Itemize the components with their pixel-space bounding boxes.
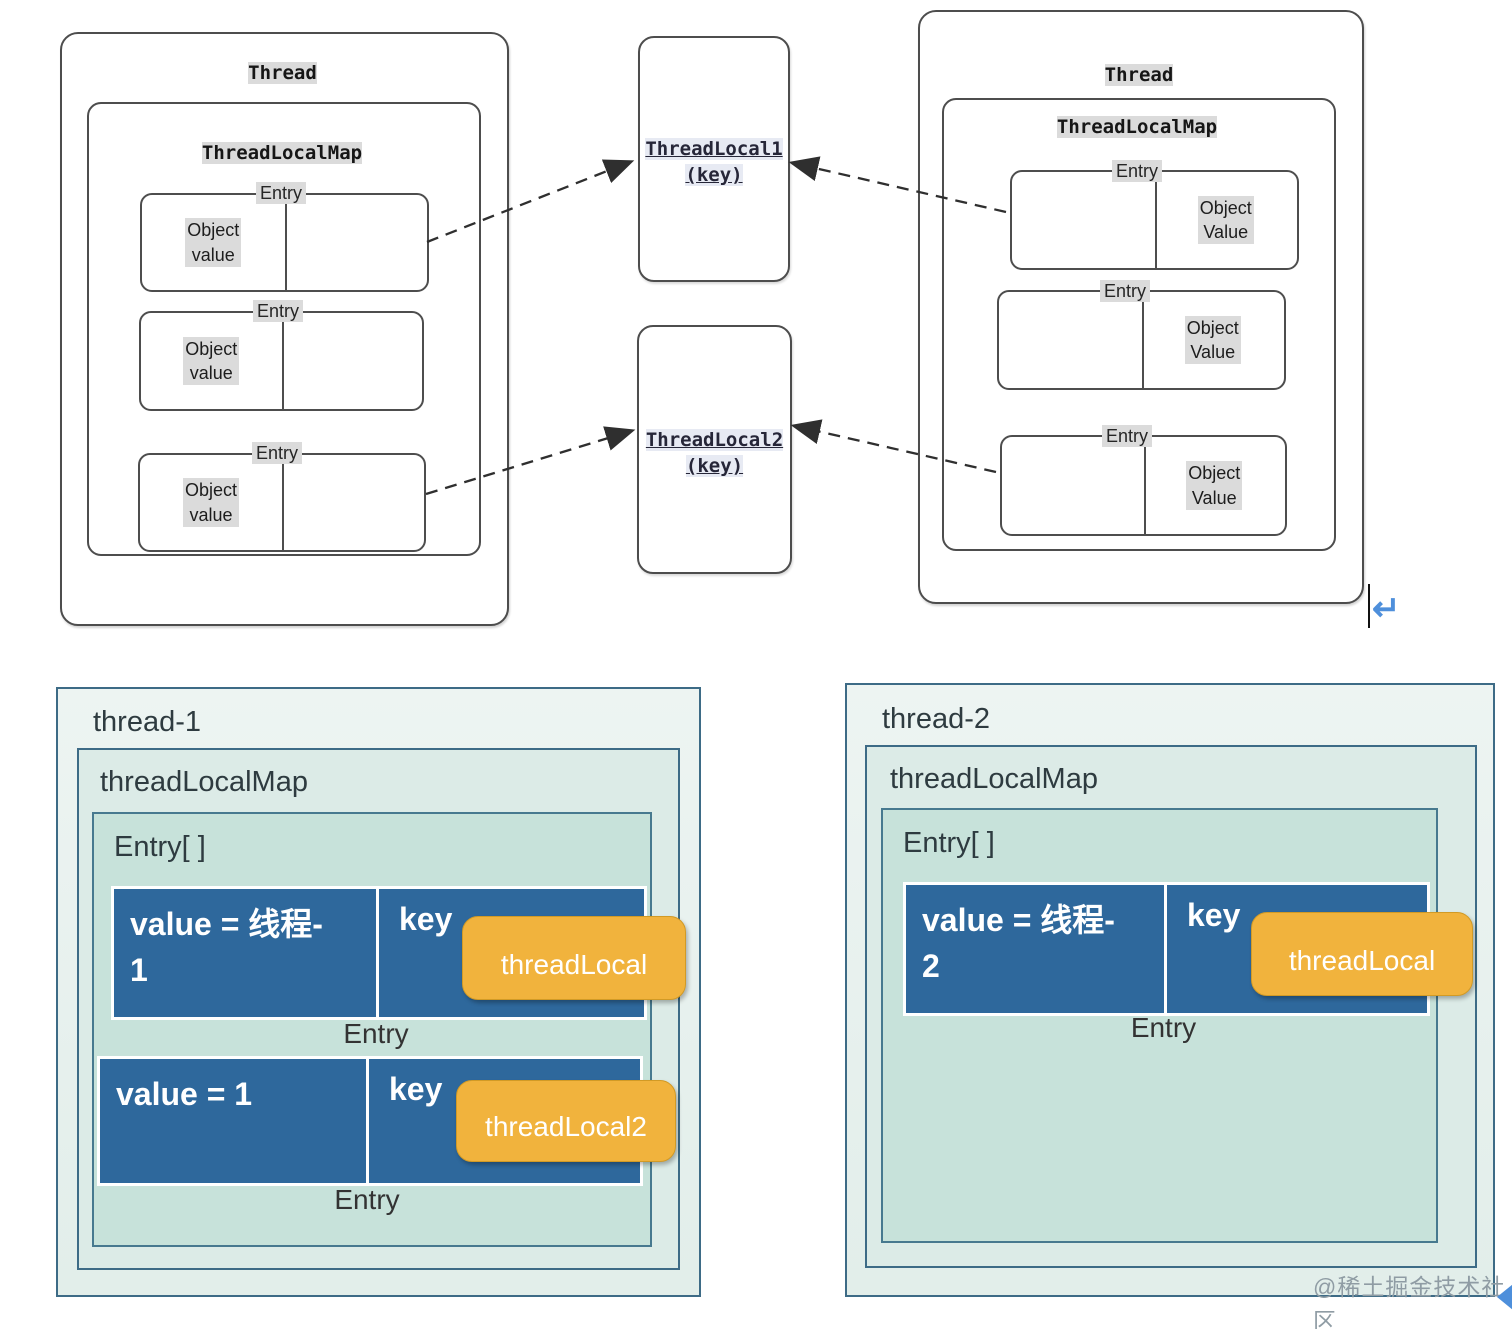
thread-label: Thread: [248, 62, 317, 84]
threadlocal2-key-box: ThreadLocal2 (key): [637, 325, 792, 574]
thread-box-left-title: Thread: [60, 62, 505, 84]
entry-divider: [281, 313, 284, 409]
text-cursor: [1368, 584, 1370, 628]
entry-divider: [1141, 292, 1144, 388]
threadlocalmap-label: ThreadLocalMap: [201, 142, 363, 164]
entry-caption: Entry: [334, 1184, 400, 1215]
thread-box-right-title: Thread: [918, 64, 1360, 86]
thread2-title: thread-2: [882, 703, 991, 735]
threadlocal2-badge: threadLocal2: [456, 1080, 676, 1162]
entry-divider: [284, 195, 287, 290]
return-mark-icon: ↵: [1372, 590, 1401, 628]
threadlocalmap-label: ThreadLocalMap: [1056, 116, 1218, 138]
entry-value-cell: value = 线程-1: [130, 906, 323, 989]
entry-key-cell: key: [366, 1059, 640, 1183]
entry-caption: Entry: [1130, 1012, 1197, 1043]
entry-label: Entry: [1112, 160, 1163, 182]
entry-caption: Entry: [343, 1018, 409, 1049]
threadlocal1-key-box: ThreadLocal1 (key): [638, 36, 790, 282]
entry-divider: [1143, 437, 1146, 534]
threadlocalmap-right-title: ThreadLocalMap: [942, 116, 1332, 138]
watermark: @稀土掘金技术社区: [1313, 1274, 1506, 1329]
entry-label: Entry: [252, 442, 303, 464]
entry-label: Entry: [253, 300, 304, 322]
thread-label: Thread: [1104, 64, 1174, 86]
threadlocal2-label: ThreadLocal2 (key): [645, 429, 784, 477]
thread2-entry-array-box: [881, 808, 1438, 1243]
entry-value-cell: value = 1: [116, 1076, 253, 1112]
entry-label: Entry: [1102, 425, 1153, 447]
entry-value-cell: value = 线程-2: [922, 902, 1115, 985]
entry-divider: [1154, 172, 1157, 268]
thread2-entry-array-label: Entry[ ]: [903, 827, 995, 859]
threadlocal1-label: ThreadLocal1 (key): [645, 138, 783, 186]
entry-label: Entry: [1100, 280, 1151, 302]
threadlocal-badge: threadLocal: [462, 916, 686, 1000]
entry-key-cell: key: [1164, 885, 1427, 1013]
thread1-title: thread-1: [93, 706, 202, 738]
entry-key-cell: key: [376, 889, 644, 1017]
thread1-entry-array-label: Entry[ ]: [114, 831, 206, 863]
edge-arrow-icon: [1497, 1284, 1512, 1310]
entry-label: Entry: [256, 182, 307, 204]
threadlocal-badge: threadLocal: [1251, 912, 1473, 996]
entry-divider: [282, 455, 284, 550]
thread2-map-title: threadLocalMap: [890, 763, 1098, 795]
threadlocalmap-left-title: ThreadLocalMap: [87, 142, 477, 164]
thread1-map-title: threadLocalMap: [100, 766, 308, 798]
